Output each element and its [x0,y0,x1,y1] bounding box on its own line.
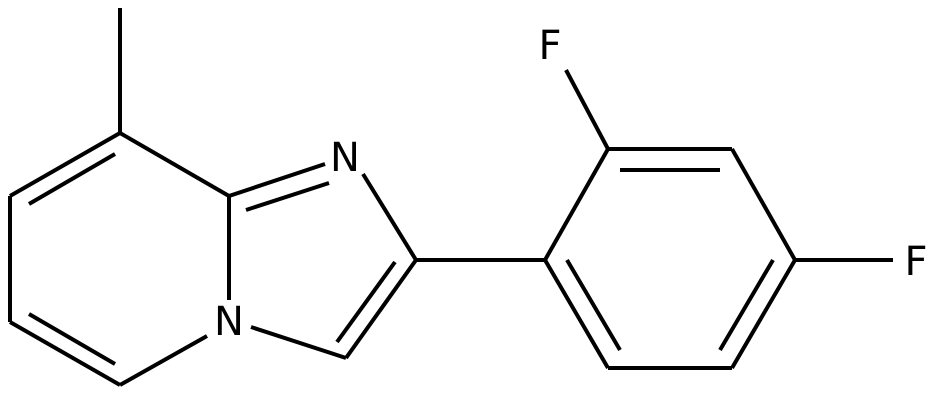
bond-ar2-f [564,69,610,150]
atom-label-f-para: F [904,239,927,285]
bond-c2-c3-inner [335,260,397,344]
bonds [8,8,893,387]
bond-c8-c7 [9,131,121,198]
bond-c2-c3 [344,258,418,360]
atom-label-f-ortho: F [538,23,561,69]
bond-ar1-ar2 [543,148,610,261]
bond-c8-c7-inner [27,152,117,206]
bond-c8a-n1 [228,162,326,198]
bond-c6-c5 [9,320,121,387]
bond-ar6-ar1-inner [565,258,622,352]
bond-c3-n4 [250,325,347,360]
bond-ar6-ar1 [543,258,610,370]
atom-label-n-imine: N [330,135,360,181]
atom-labels: N N F F [214,23,927,345]
bond-c6-c5-inner [27,312,117,366]
bond-c8a-c8 [118,131,231,198]
bond-c5-n4 [119,334,208,387]
atom-label-n-bridge: N [214,299,244,345]
bond-c8a-n1-inner [245,181,330,212]
bond-ar3-ar4 [730,148,797,261]
bond-n1-c2 [361,172,418,262]
bond-ar4-ar5 [730,258,797,370]
bond-ar4-ar5-inner [718,258,775,352]
